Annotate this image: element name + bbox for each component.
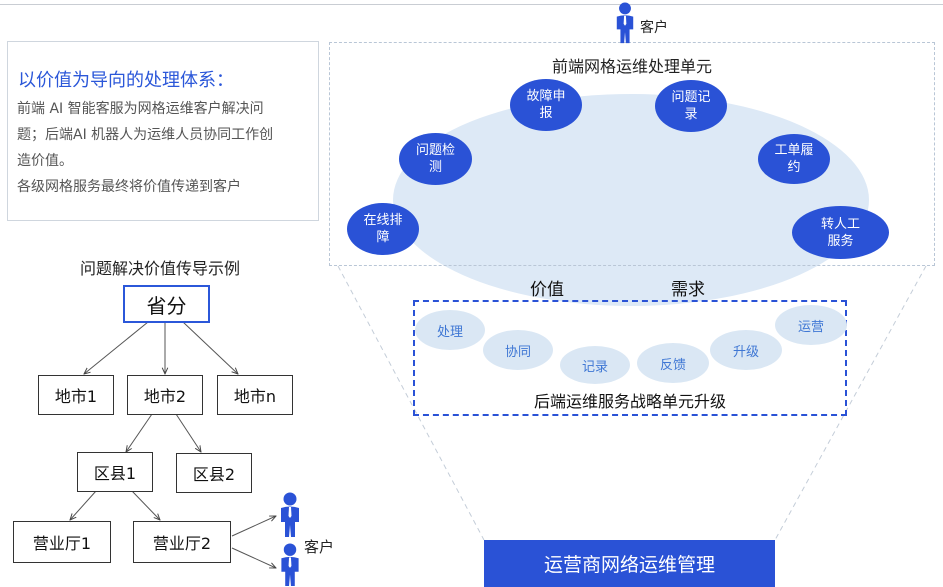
back-unit-collaborate: 协同	[483, 330, 553, 370]
customer-person-icon	[281, 492, 299, 537]
node-province: 省分	[123, 285, 210, 323]
tree-title: 问题解决价值传导示例	[79, 259, 240, 278]
node-city-2: 地市2	[127, 375, 203, 415]
front-unit-frame	[329, 42, 935, 266]
info-line: 前端 AI 智能客服为网格运维客户解决问	[17, 101, 264, 117]
back-unit-frame	[413, 300, 847, 416]
node-city-n: 地市n	[217, 375, 293, 415]
info-line: 题；后端AI 机器人为运维人员协同工作创	[17, 127, 274, 143]
back-unit-record: 记录	[560, 346, 630, 384]
front-unit-ticket-fulfill: 工单履约	[758, 134, 830, 184]
node-hall-1: 营业厅1	[13, 521, 111, 563]
front-unit-issue-detect: 问题检测	[399, 133, 472, 185]
info-line: 造价值。	[17, 153, 73, 169]
info-line: 各级网格服务最终将价值传递到客户	[17, 179, 241, 195]
back-unit-process: 处理	[415, 310, 485, 350]
top-customer-label: 客户	[640, 20, 668, 36]
customer-person-icon	[281, 543, 299, 587]
back-unit-upgrade: 升级	[710, 330, 782, 370]
demand-label: 需求	[671, 280, 705, 300]
back-unit-operate: 运营	[775, 305, 847, 345]
customer-label: 客户	[304, 538, 335, 556]
value-label: 价值	[530, 280, 564, 300]
front-unit-online-troubleshoot: 在线排障	[347, 203, 419, 255]
back-unit-feedback: 反馈	[637, 343, 709, 383]
back-unit-title: 后端运维服务战略单元升级	[533, 392, 726, 411]
info-body: 前端 AI 智能客服为网格运维客户解决问 题；后端AI 机器人为运维人员协同工作…	[17, 96, 317, 200]
top-customer-person-icon	[616, 2, 634, 44]
top-divider	[0, 4, 943, 5]
info-title: 以价值为导向的处理体系：	[18, 70, 234, 91]
node-city-1: 地市1	[38, 375, 114, 415]
bottom-management-bar: 运营商网络运维管理	[484, 540, 775, 587]
front-unit-issue-record: 问题记录	[655, 80, 727, 132]
node-county-1: 区县1	[77, 452, 153, 492]
info-box	[7, 41, 319, 221]
front-unit-ellipse	[393, 94, 869, 306]
node-county-2: 区县2	[176, 453, 252, 493]
front-unit-manual-service: 转人工服务	[792, 206, 889, 259]
node-hall-2: 营业厅2	[133, 521, 231, 563]
front-unit-title: 前端网格运维处理单元	[551, 57, 712, 76]
front-unit-fault-report: 故障申报	[510, 79, 582, 131]
